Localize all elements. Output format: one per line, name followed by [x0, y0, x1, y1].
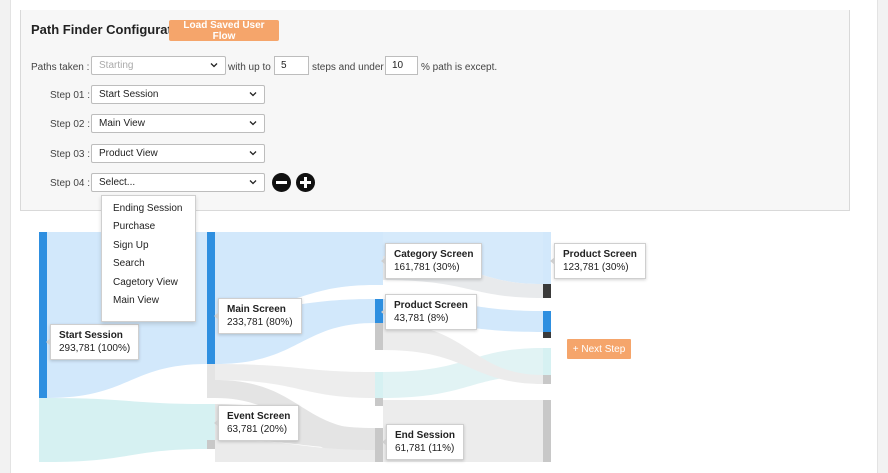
path-finder-config-panel: Path Finder Configuration Load Saved Use… [20, 10, 850, 211]
dropdown-option-category-view[interactable]: Cagetory View [113, 277, 178, 288]
paths-taken-placeholder: Starting [99, 60, 134, 71]
step-01-value: Start Session [99, 89, 159, 100]
step-03-value: Product View [99, 148, 158, 159]
with-up-to-label: with up to [228, 62, 271, 73]
node-value: 43,781 (8%) [394, 313, 449, 324]
node-name: Main Screen [227, 304, 286, 315]
plus-circle-icon[interactable] [296, 173, 315, 192]
steps-count-input[interactable]: 5 [274, 56, 309, 75]
minus-circle-icon[interactable] [272, 173, 291, 192]
load-saved-user-flow-button[interactable]: Load Saved User Flow [169, 20, 279, 42]
step-01-select[interactable]: Start Session [91, 85, 265, 104]
node-label-product-screen[interactable]: Product Screen 43,781 (8%) [381, 294, 477, 330]
dropdown-option-ending-session[interactable]: Ending Session [113, 203, 183, 214]
node-label-category-screen[interactable]: Category Screen 161,781 (30%) [380, 243, 483, 279]
dropdown-option-sign-up[interactable]: Sign Up [113, 240, 149, 251]
chevron-down-icon [249, 121, 257, 126]
node-name: Product Screen [563, 249, 637, 260]
paths-taken-label: Paths taken : [31, 62, 90, 73]
dropdown-option-search[interactable]: Search [113, 258, 145, 269]
step-04-label: Step 04 : [50, 178, 91, 189]
node-name: Category Screen [394, 249, 474, 260]
node-name: End Session [395, 430, 456, 441]
percent-suffix-label: % path is except. [421, 62, 498, 73]
node-value: 61,781 (11%) [395, 443, 455, 454]
node-value: 293,781 (100%) [59, 343, 131, 354]
dropdown-option-main-view[interactable]: Main View [113, 295, 159, 306]
dropdown-option-purchase[interactable]: Purchase [113, 221, 156, 232]
step-04-value: Select... [99, 177, 136, 188]
step-02-value: Main View [99, 118, 145, 129]
node-label-product-screen-step4[interactable]: Product Screen 123,781 (30%) [550, 243, 646, 279]
step-03-label: Step 03 : [50, 149, 91, 160]
node-value: 161,781 (30%) [394, 262, 460, 273]
node-value: 123,781 (30%) [563, 262, 629, 273]
chevron-down-icon [249, 151, 257, 156]
node-label-event-screen[interactable]: Event Screen 63,781 (20%) [213, 405, 300, 441]
chevron-down-icon [210, 63, 218, 68]
step-04-dropdown-menu: Ending Session Purchase Sign Up Search C… [101, 195, 196, 322]
step-04-select[interactable]: Select... [91, 173, 265, 192]
node-label-main-screen[interactable]: Main Screen 233,781 (80%) [214, 298, 302, 334]
step-03-select[interactable]: Product View [91, 144, 265, 163]
node-value: 63,781 (20%) [227, 424, 288, 435]
next-step-button[interactable]: + Next Step [567, 339, 631, 359]
percent-input[interactable]: 10 [385, 56, 418, 75]
step-02-select[interactable]: Main View [91, 114, 265, 133]
node-name: Start Session [59, 330, 123, 341]
config-title: Path Finder Configuration [31, 22, 192, 37]
node-value: 233,781 (80%) [227, 317, 293, 328]
node-name: Product Screen [394, 300, 468, 311]
node-label-end-session[interactable]: End Session 61,781 (11%) [381, 424, 465, 460]
step-01-label: Step 01 : [50, 90, 91, 101]
node-name: Event Screen [227, 411, 291, 422]
node-label-start-session[interactable]: Start Session 293,781 (100%) [45, 324, 140, 360]
chevron-down-icon [249, 92, 257, 97]
step-02-label: Step 02 : [50, 119, 91, 130]
paths-taken-select[interactable]: Starting [91, 56, 226, 75]
steps-and-under-label: steps and under [312, 62, 384, 73]
chevron-down-icon [249, 180, 257, 185]
